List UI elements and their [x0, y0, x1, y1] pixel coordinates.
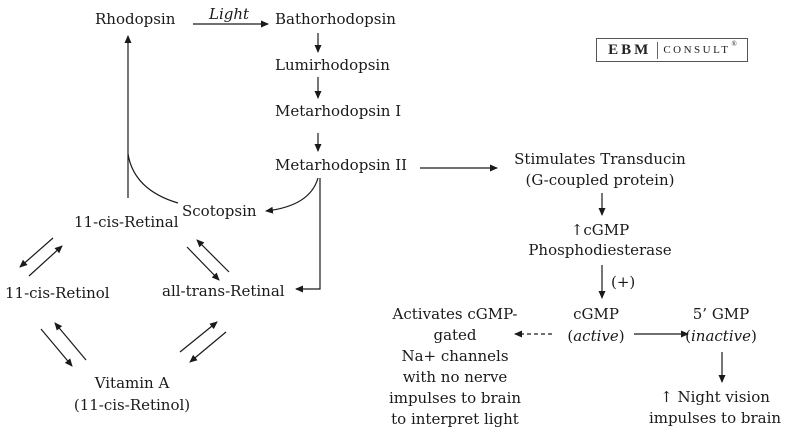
channels-line-4: with no nerve [402, 368, 508, 386]
arrow-retinal-retinol [19, 237, 54, 268]
node-11-cis-retinol: 11-cis-Retinol [5, 284, 110, 302]
scotopsin-curve [127, 153, 179, 204]
channels-line-1: Activates cGMP- [392, 305, 518, 323]
logo-registered-mark: ® [731, 40, 737, 48]
node-bathorhodopsin: Bathorhodopsin [275, 10, 396, 28]
node-rhodopsin: Rhodopsin [95, 10, 176, 28]
node-vitamin-a-sub: (11-cis-Retinol) [73, 396, 191, 414]
label-plus: (+) [611, 273, 636, 291]
cgmp-state-text: active [573, 327, 619, 345]
node-scotopsin: Scotopsin [182, 202, 257, 220]
arrow-meta2-transretinal [295, 178, 321, 293]
node-cgmp: cGMP [573, 305, 619, 323]
node-transducin-sub: (G-coupled protein) [525, 171, 675, 189]
arrow-retinol-vita [40, 328, 73, 367]
node-night-vision-sub: impulses to brain [648, 409, 782, 427]
node-11-cis-retinal: 11-cis-Retinal [74, 213, 179, 231]
node-phosphodiesterase: Phosphodiesterase [528, 241, 672, 259]
node-all-trans-retinal: all-trans-Retinal [162, 282, 285, 300]
node-5-gmp-state: (inactive) [685, 327, 757, 345]
ebm-consult-logo: EBM CONSULT ® [596, 38, 748, 62]
arrow-meta2-scotopsin [265, 177, 319, 214]
arrow-transretinal-vita [189, 331, 227, 363]
label-light: Light [209, 5, 250, 23]
channels-line-3: Na+ channels [401, 347, 509, 365]
logo-brand: EBM [608, 41, 659, 59]
gmp-state-text: inactive [691, 327, 751, 345]
node-transducin: Stimulates Transducin [514, 150, 686, 168]
node-vitamin-a: Vitamin A [94, 374, 170, 392]
node-cgmp-state: (active) [567, 327, 625, 345]
arrow-vita-transretinal [179, 321, 218, 353]
node-lumirhodopsin: Lumirhodopsin [275, 56, 390, 74]
arrow-retinol-retinal [28, 245, 63, 277]
node-metarhodopsin-1: Metarhodopsin I [275, 102, 402, 120]
arrow-vita-retinol [54, 322, 87, 361]
logo-suffix: CONSULT [663, 44, 731, 56]
channels-line-2: gated [433, 326, 477, 344]
arrow-cisretinal-transretinal [186, 246, 220, 281]
node-cgmp-up: ↑cGMP [570, 221, 630, 239]
arrow-transretinal-cisretinal [196, 239, 230, 273]
node-5-gmp: 5’ GMP [692, 305, 750, 323]
channels-line-6: to interpret light [391, 410, 519, 428]
node-metarhodopsin-2: Metarhodopsin II [275, 156, 408, 174]
node-night-vision: ↑ Night vision [660, 388, 770, 406]
channels-line-5: impulses to brain [388, 389, 522, 407]
